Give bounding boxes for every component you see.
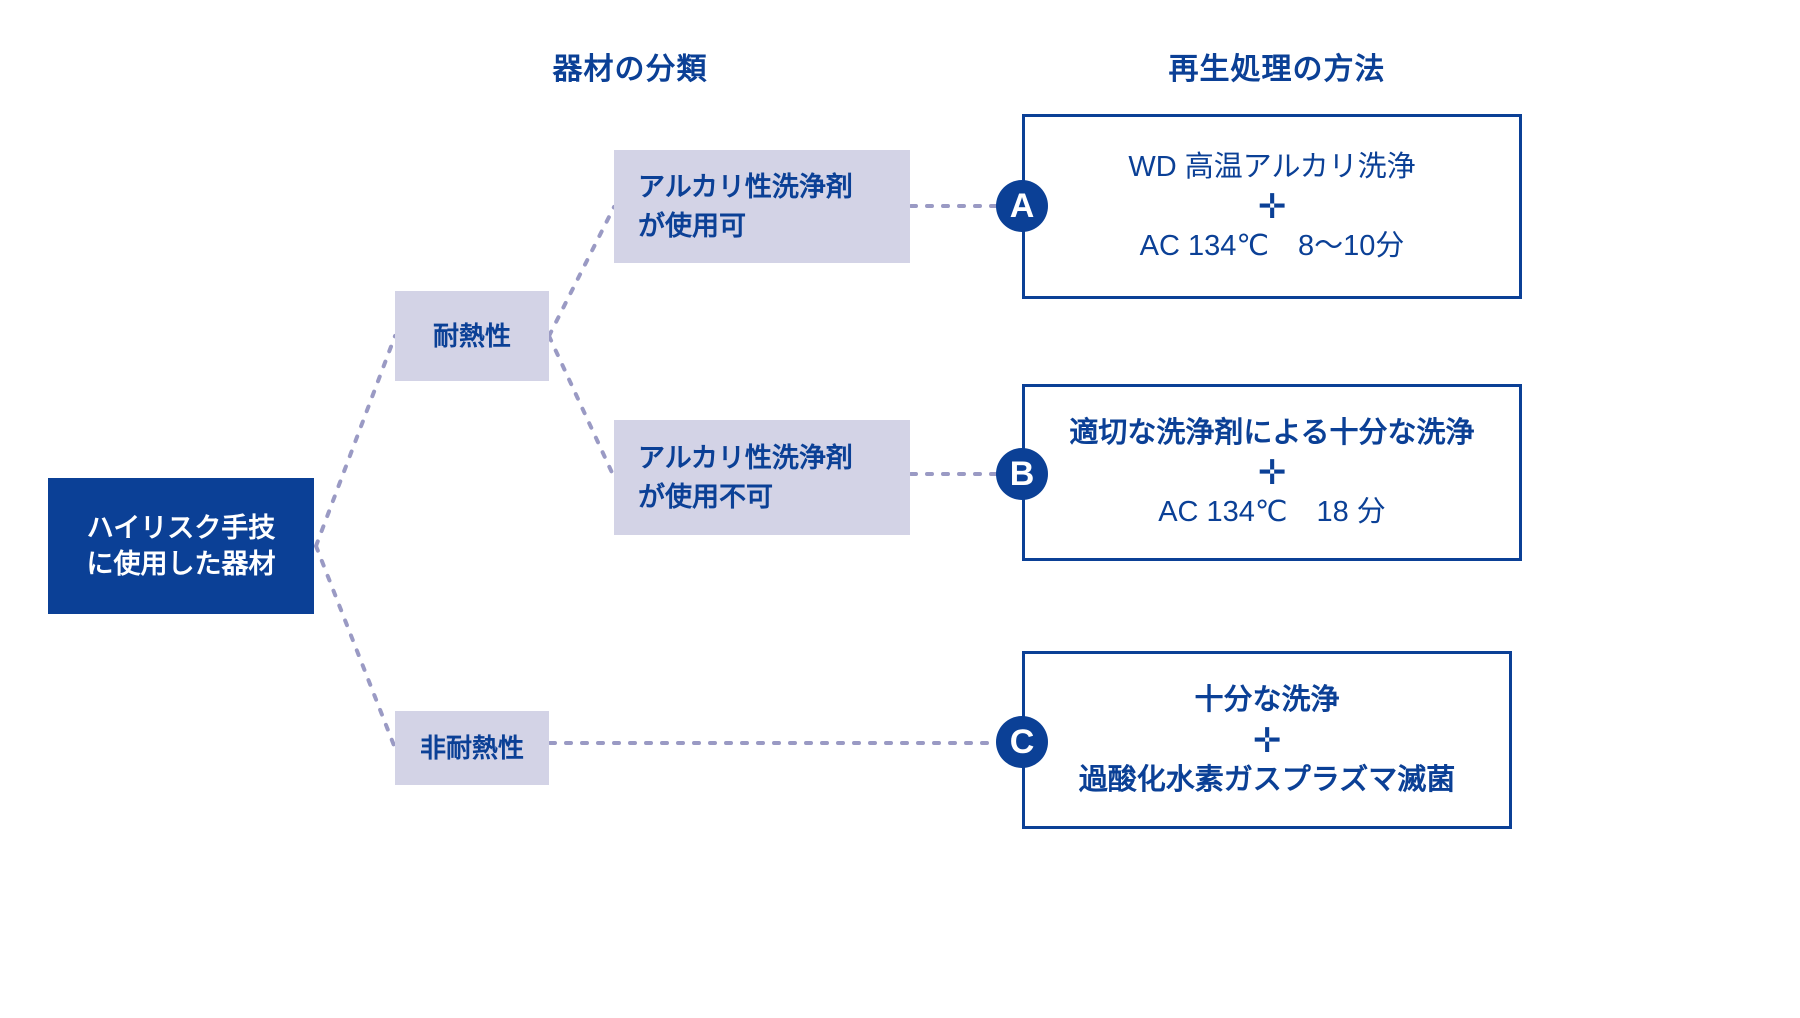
badge-a: A (996, 180, 1048, 232)
method-b-line-2: AC 134℃ 18 分 (1158, 496, 1386, 528)
method-box-c: 十分な洗浄 ✛ 過酸化水素ガスプラズマ滅菌 (1022, 651, 1512, 829)
cat-nonheat-label: 非耐熱性 (419, 732, 524, 763)
method-b-line-1: 適切な洗浄剤による十分な洗浄 (1069, 416, 1475, 449)
method-c-line-1: 十分な洗浄 (1194, 684, 1340, 717)
node-heat-resistant: 耐熱性 (395, 291, 549, 381)
cat-alkali-ng-line-1: アルカリ性洗浄剤 (638, 443, 853, 474)
root-line-2: に使用した器材 (86, 549, 276, 579)
method-b-plus-icon: ✛ (1257, 454, 1287, 492)
node-high-risk-instruments: ハイリスク手技 に使用した器材 (48, 478, 314, 614)
method-c-line-2: 過酸化水素ガスプラズマ滅菌 (1078, 763, 1456, 796)
node-alkali-usable: アルカリ性洗浄剤 が使用可 (614, 150, 910, 263)
method-c-plus-icon: ✛ (1252, 721, 1282, 760)
cat-alkali-ok-line-1: アルカリ性洗浄剤 (638, 172, 853, 203)
edge-heat-to-alkali-ok (547, 205, 616, 338)
method-a-line-1: WD 高温アルカリ洗浄 (1128, 150, 1416, 183)
badge-b: B (996, 448, 1048, 500)
root-line-1: ハイリスク手技 (86, 512, 276, 543)
cat-alkali-ng-line-2: が使用不可 (638, 481, 773, 512)
node-non-heat-resistant: 非耐熱性 (395, 711, 549, 785)
edge-root-to-nonheat (314, 544, 397, 750)
column-header-classification: 器材の分類 (552, 53, 708, 86)
edge-heat-to-alkali-ng (547, 334, 616, 479)
badge-c: C (996, 716, 1048, 768)
method-box-a: WD 高温アルカリ洗浄 ✛ AC 134℃ 8〜10分 (1022, 114, 1522, 299)
edge-root-to-heat (314, 334, 397, 548)
method-box-b: 適切な洗浄剤による十分な洗浄 ✛ AC 134℃ 18 分 (1022, 384, 1522, 561)
method-a-line-2: AC 134℃ 8〜10分 (1139, 230, 1405, 262)
cat-alkali-ok-line-2: が使用可 (638, 210, 746, 241)
method-a-plus-icon: ✛ (1257, 188, 1287, 226)
node-alkali-not-usable: アルカリ性洗浄剤 が使用不可 (614, 420, 910, 535)
cat-heat-label: 耐熱性 (432, 320, 511, 351)
column-header-method: 再生処理の方法 (1168, 53, 1386, 86)
